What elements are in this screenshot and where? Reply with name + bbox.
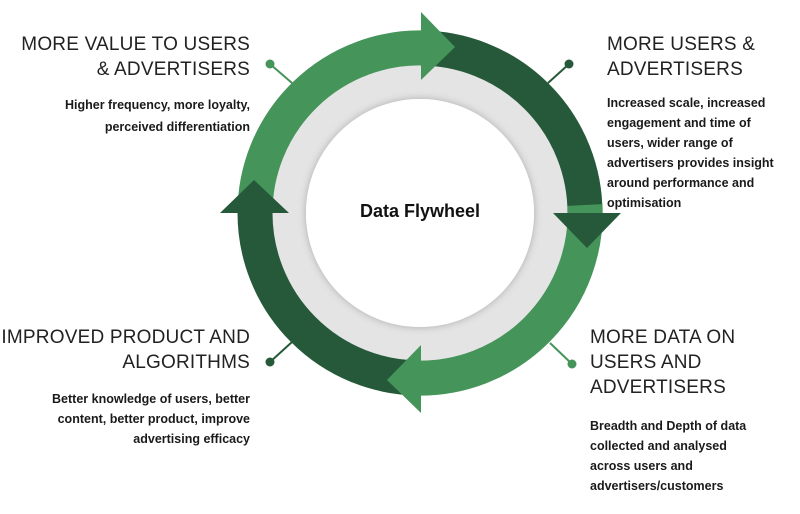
body-line: Better knowledge of users, better: [52, 392, 250, 406]
heading-line: IMPROVED PRODUCT AND: [1, 327, 250, 348]
body-line: advertisers provides insight: [607, 156, 774, 170]
body-line: engagement and time of: [607, 116, 751, 130]
connector-bottom-left: [265, 341, 293, 367]
stage-heading-bottom-left: IMPROVED PRODUCT AND ALGORITHMS: [1, 325, 250, 375]
heading-line: ADVERTISERS: [607, 59, 743, 80]
body-line: users, wider range of: [607, 136, 733, 150]
heading-line: ADVERTISERS: [590, 377, 726, 398]
body-line: optimisation: [607, 196, 682, 210]
diagram-title: Data Flywheel: [359, 201, 481, 221]
heading-line: ALGORITHMS: [122, 352, 250, 373]
body-line: Breadth and Depth of data: [590, 419, 747, 433]
arc-segment-top-right: [419, 30, 603, 214]
stage-body-top-right: Increased scale, increased engagement an…: [607, 93, 774, 213]
stage-body-top-left: Higher frequency, more loyalty, perceive…: [65, 94, 250, 138]
arrowhead-right-down: [553, 213, 621, 248]
stage-body-bottom-right: Breadth and Depth of data collected and …: [590, 416, 746, 496]
body-line: Increased scale, increased: [607, 96, 766, 110]
body-line: advertisers/customers: [590, 479, 724, 493]
arc-segment-bottom-left: [237, 212, 421, 396]
stage-heading-bottom-right: MORE DATA ON USERS AND ADVERTISERS: [590, 325, 735, 400]
arc-segment-bottom-right: [414, 204, 603, 396]
stage-body-bottom-left: Better knowledge of users, better conten…: [52, 389, 250, 449]
heading-line: MORE VALUE TO USERS: [21, 34, 250, 55]
body-line: collected and analysed: [590, 439, 727, 453]
body-line: across users and: [590, 459, 693, 473]
body-line: Higher frequency, more loyalty,: [64, 98, 250, 112]
stage-heading-top-left: MORE VALUE TO USERS & ADVERTISERS: [21, 32, 250, 82]
body-line: advertising efficacy: [133, 432, 250, 446]
heading-line: USERS AND: [590, 352, 702, 373]
connector-top-right: [547, 59, 574, 84]
body-line: around performance and: [607, 176, 755, 190]
stage-heading-top-right: MORE USERS & ADVERTISERS: [607, 32, 755, 82]
connector-top-left: [265, 59, 293, 84]
arrowhead-top-right: [421, 12, 455, 80]
heading-line: & ADVERTISERS: [96, 59, 250, 80]
arrowhead-bottom-left: [387, 345, 421, 413]
heading-line: MORE USERS &: [607, 34, 756, 55]
arc-segment-top-left: [237, 30, 426, 214]
center-disc: [306, 99, 534, 327]
arrowhead-left-up: [220, 180, 289, 213]
connector-bottom-right: [549, 342, 577, 369]
body-line: content, better product, improve: [57, 412, 250, 426]
body-line: perceived differentiation: [104, 120, 250, 134]
heading-line: MORE DATA ON: [590, 327, 736, 348]
